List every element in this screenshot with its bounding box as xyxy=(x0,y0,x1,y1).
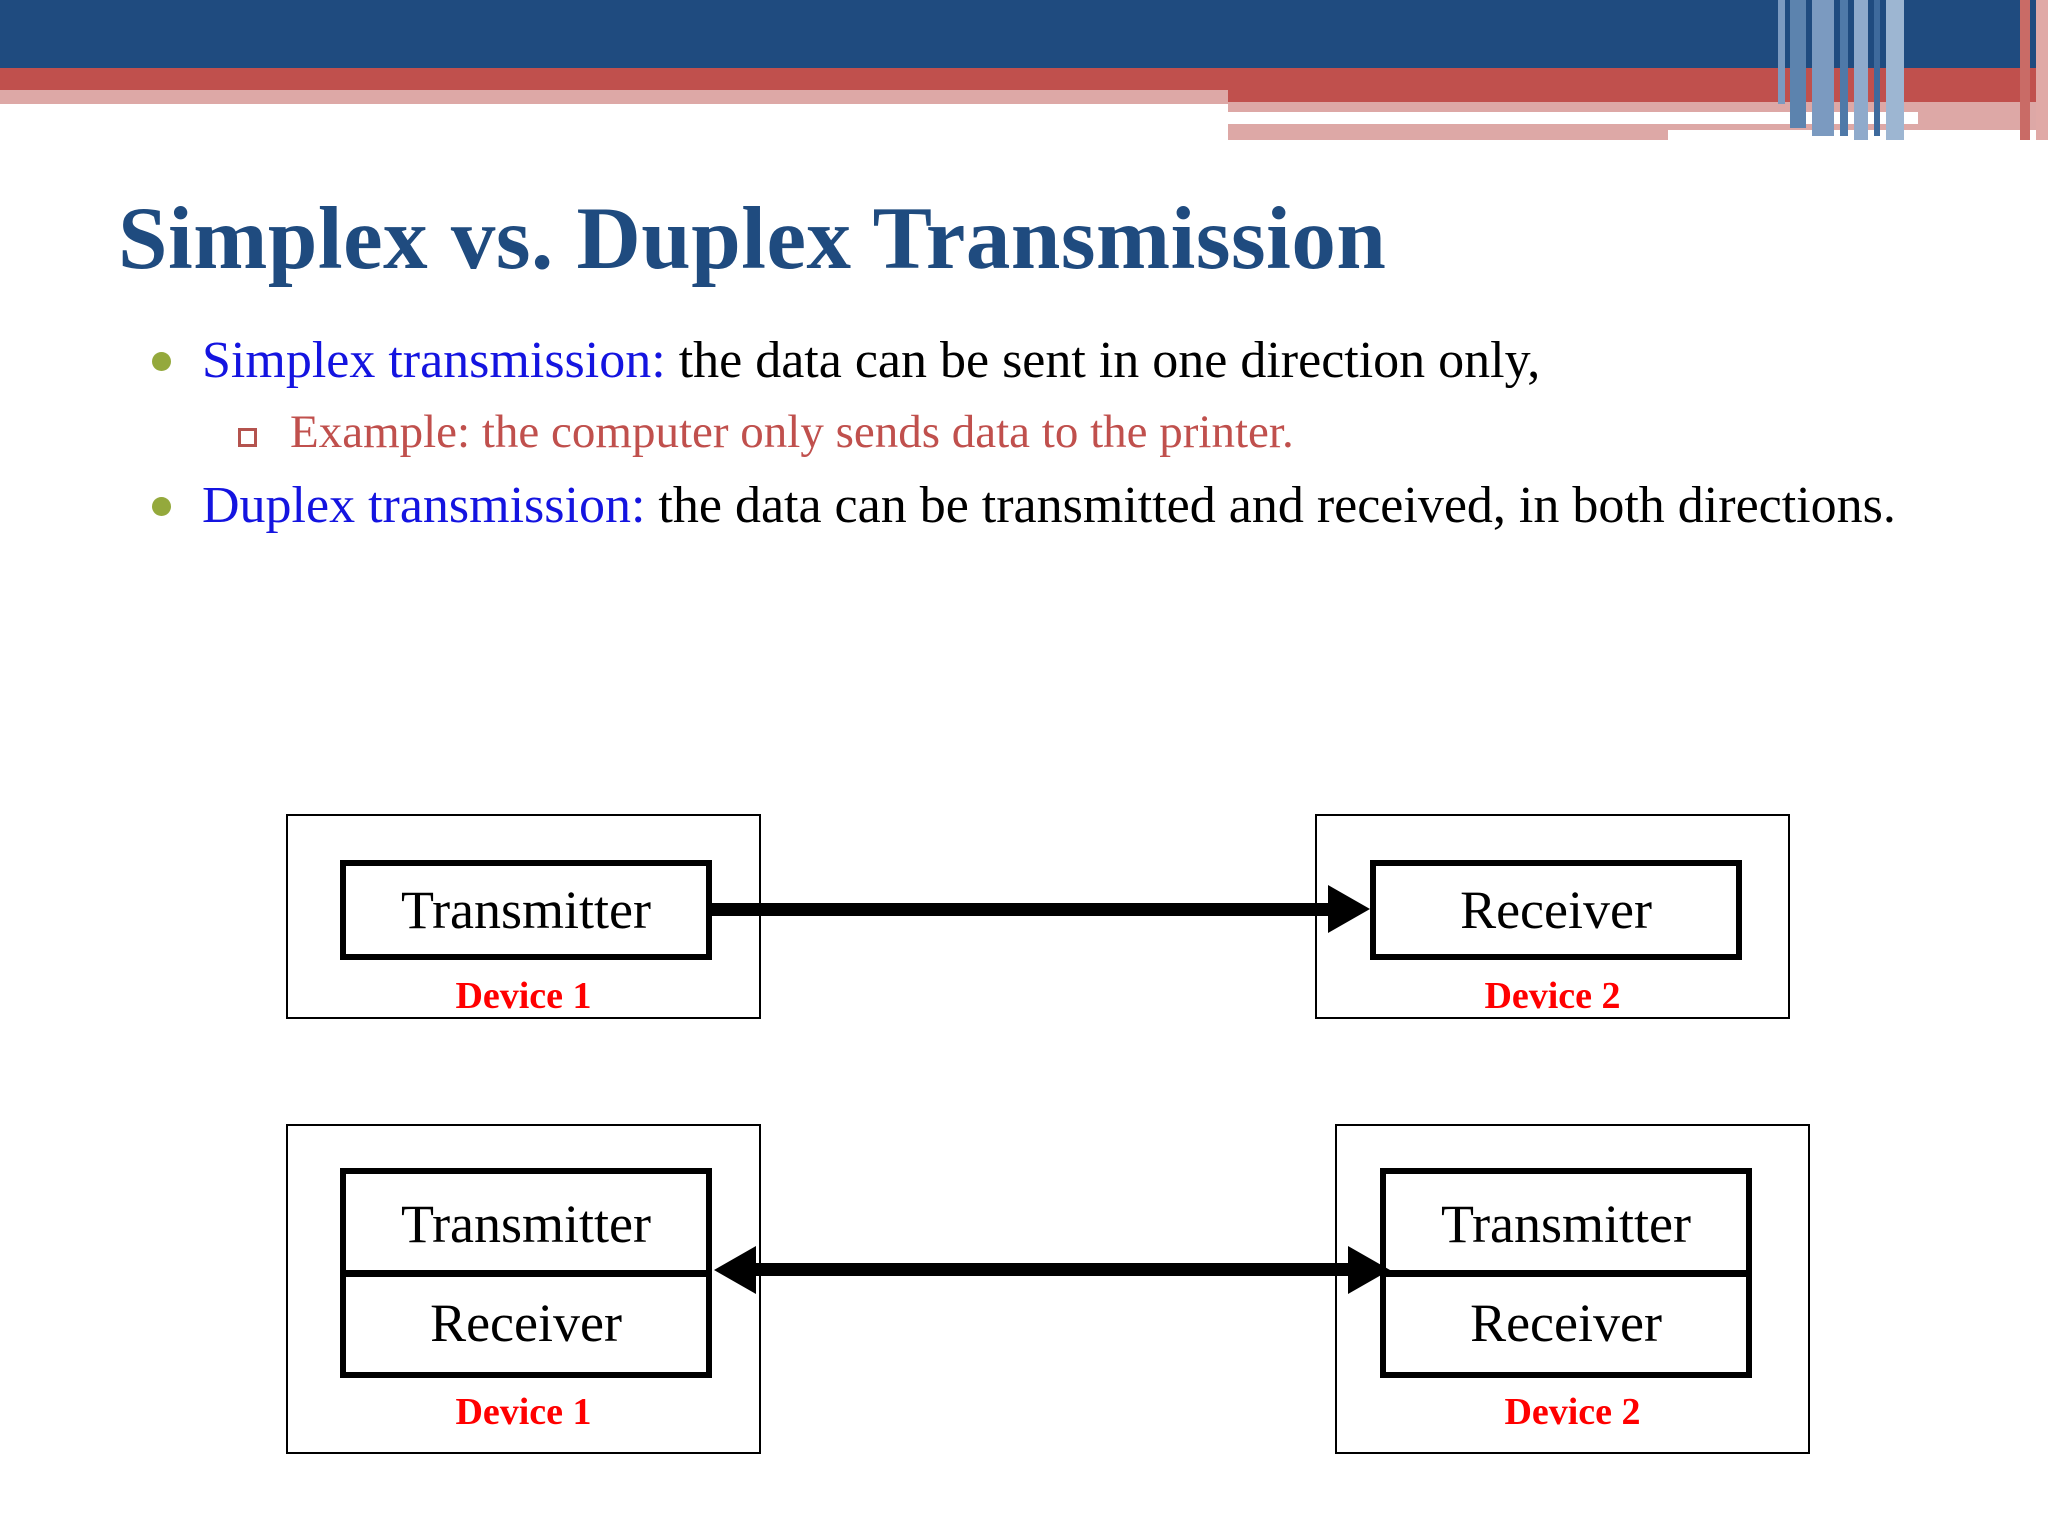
duplex-device2-label: Device 2 xyxy=(1504,1391,1641,1433)
simplex-device2-label: Device 2 xyxy=(1484,975,1621,1017)
sub-bullet-item-example: Example: the computer only sends data to… xyxy=(130,405,1930,460)
duplex-device1-transmitter-label: Transmitter xyxy=(400,1193,651,1254)
duplex-arrow-shaft xyxy=(752,1263,1352,1276)
bullet-dot-icon xyxy=(152,496,171,516)
bullet-text-duplex: the data can be transmitted and received… xyxy=(645,476,1896,534)
duplex-device1-label: Device 1 xyxy=(455,1391,592,1433)
sub-bullet-square-icon xyxy=(238,428,257,448)
header-stripe-5 xyxy=(1874,0,1880,136)
header-stripe-6 xyxy=(1886,0,1904,140)
simplex-arrow-head-right-icon xyxy=(1328,885,1370,933)
header-stripe-2 xyxy=(1812,0,1834,136)
bullet-lead-simplex: Simplex transmission: xyxy=(202,332,666,389)
duplex-device1-receiver-cell: Receiver xyxy=(346,1273,706,1372)
duplex-device2-transmitter-cell: Transmitter xyxy=(1386,1174,1746,1273)
bullet-item-simplex: Simplex transmission: the data can be se… xyxy=(130,330,1930,391)
duplex-arrow-head-right-icon xyxy=(1348,1246,1390,1294)
bullet-text-simplex: the data can be sent in one direction on… xyxy=(665,332,1541,389)
simplex-arrow-shaft xyxy=(712,903,1332,916)
duplex-device2-inner-box: Transmitter Receiver xyxy=(1380,1168,1752,1378)
header-stripe-8 xyxy=(2036,0,2048,140)
header-band-pink-left xyxy=(0,90,1228,104)
duplex-device2-divider xyxy=(1386,1270,1746,1277)
bullet-item-duplex: Duplex transmission: the data can be tra… xyxy=(130,475,1930,536)
header-band-blue xyxy=(0,0,2048,68)
bullet-dot-icon xyxy=(152,352,171,371)
duplex-device2-transmitter-label: Transmitter xyxy=(1440,1193,1691,1254)
simplex-device1-block-label: Transmitter xyxy=(400,880,651,940)
bullet-lead-duplex: Duplex transmission: xyxy=(202,476,646,534)
duplex-device1-transmitter-cell: Transmitter xyxy=(346,1174,706,1273)
duplex-device1-divider xyxy=(346,1270,706,1277)
duplex-device2-receiver-label: Receiver xyxy=(1470,1292,1662,1353)
header-stripe-1 xyxy=(1790,0,1806,128)
header-stripe-3 xyxy=(1840,0,1848,136)
duplex-device1-receiver-label: Receiver xyxy=(430,1292,622,1353)
header-notch-white-one xyxy=(1228,112,1918,124)
simplex-device1-inner-box: Transmitter xyxy=(340,860,712,960)
header-stripe-4 xyxy=(1854,0,1868,140)
simplex-device2-inner-box: Receiver xyxy=(1370,860,1742,960)
duplex-device1-inner-box: Transmitter Receiver xyxy=(340,1168,712,1378)
sub-bullet-text-example: Example: the computer only sends data to… xyxy=(290,406,1294,459)
header-stripe-7 xyxy=(2020,0,2030,140)
body-content: Simplex transmission: the data can be se… xyxy=(130,330,1930,540)
header-stripe-0 xyxy=(1778,0,1785,104)
page-title: Simplex vs. Duplex Transmission xyxy=(118,190,1387,288)
duplex-device2-receiver-cell: Receiver xyxy=(1386,1273,1746,1372)
simplex-device2-block-label: Receiver xyxy=(1460,880,1652,940)
simplex-device1-label: Device 1 xyxy=(455,975,592,1017)
duplex-arrow-head-left-icon xyxy=(714,1246,756,1294)
